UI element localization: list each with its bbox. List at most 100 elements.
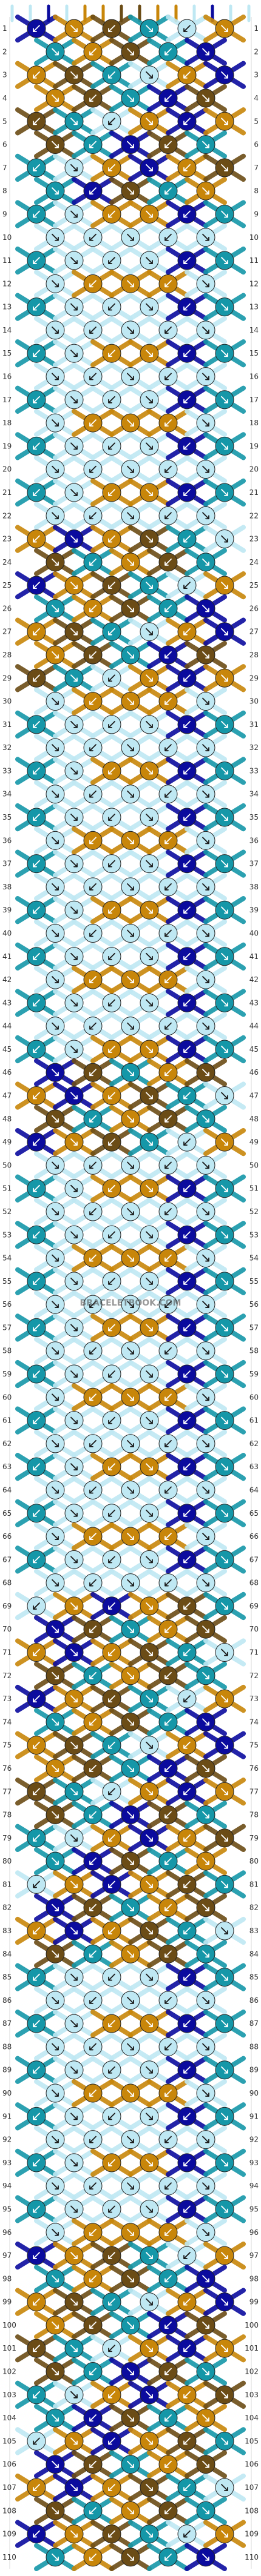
knot-arrow-icon <box>33 2437 40 2445</box>
knot-arrow-icon <box>89 1904 97 1911</box>
knot-arrow-icon <box>52 2275 59 2283</box>
knot-arrow-icon <box>33 767 40 775</box>
knot-arrow-icon <box>202 651 209 659</box>
knot-arrow-icon <box>89 1579 97 1587</box>
knot-arrow-icon <box>202 280 209 288</box>
knot-arrow-icon <box>127 1347 134 1355</box>
knot-arrow-icon <box>183 71 191 79</box>
row-number-right: 98 <box>249 2274 259 2283</box>
row-number-left: 96 <box>2 2228 12 2237</box>
knot-arrow-icon <box>33 952 40 960</box>
knot-arrow-icon <box>202 419 209 427</box>
knot-arrow-icon <box>146 2484 153 2491</box>
row-number-right: 87 <box>249 2019 259 2028</box>
knot-arrow-icon <box>146 674 153 682</box>
row-number-left: 39 <box>2 906 12 914</box>
knot-arrow-icon <box>70 350 78 357</box>
row-number-left: 70 <box>2 1625 12 1633</box>
row-number-right: 44 <box>249 1022 259 1031</box>
knot-arrow-icon <box>52 280 59 288</box>
row-number-right: 86 <box>249 1996 259 2005</box>
knot-arrow-icon <box>221 1556 228 1564</box>
row-number-right: 75 <box>249 1741 259 1750</box>
knot-arrow-icon <box>33 164 40 171</box>
row-number-right: 2 <box>254 47 259 56</box>
knot-arrow-icon <box>146 2066 153 2074</box>
knot-arrow-icon <box>89 187 97 195</box>
knot-arrow-icon <box>70 1277 78 1285</box>
knot-arrow-icon <box>108 1648 115 1656</box>
knot-arrow-icon <box>52 2368 59 2375</box>
row-number-left: 57 <box>2 1323 12 1332</box>
knot-arrow-icon <box>146 720 153 728</box>
row-number-left: 34 <box>2 790 12 798</box>
knot-arrow-icon <box>89 1671 97 1679</box>
knot-arrow-icon <box>221 1602 228 1610</box>
knot-arrow-icon <box>221 2252 228 2259</box>
knot-arrow-icon <box>164 837 172 845</box>
knot-arrow-icon <box>52 465 59 473</box>
knot-arrow-icon <box>221 2205 228 2213</box>
row-number-left: 77 <box>2 1787 12 1796</box>
row-number-left: 9 <box>2 210 7 218</box>
knot-arrow-icon <box>127 1671 134 1679</box>
knot-arrow-icon <box>146 952 153 960</box>
knot-arrow-icon <box>89 1533 97 1540</box>
knot-arrow-icon <box>52 1208 59 1215</box>
row-number-right: 36 <box>249 836 259 845</box>
knot-arrow-icon <box>183 1509 191 1517</box>
row-number-left: 31 <box>2 720 12 729</box>
knot-arrow-icon <box>221 2020 228 2028</box>
knot-arrow-icon <box>183 489 191 496</box>
knot-arrow-icon <box>127 141 134 148</box>
knot-arrow-icon <box>164 558 172 566</box>
row-number-right: 63 <box>249 1462 259 1471</box>
knot-arrow-icon <box>52 790 59 798</box>
knot-arrow-icon <box>52 1486 59 1494</box>
knot-arrow-icon <box>33 582 40 589</box>
knot-arrow-icon <box>164 1439 172 1447</box>
knot-arrow-icon <box>52 1625 59 1633</box>
row-number-right: 16 <box>249 373 259 381</box>
row-number-right: 80 <box>249 1857 259 1865</box>
knot-arrow-icon <box>221 350 228 357</box>
knot-arrow-icon <box>33 2345 40 2352</box>
knot-arrow-icon <box>183 1648 191 1656</box>
row-number-right: 95 <box>249 2205 259 2213</box>
row-number-left: 78 <box>2 1811 12 1819</box>
knot-arrow-icon <box>221 535 228 543</box>
row-number-left: 14 <box>2 326 12 334</box>
knot-arrow-icon <box>146 257 153 264</box>
knot-arrow-icon <box>164 1625 172 1633</box>
knot-arrow-icon <box>202 1718 209 1726</box>
knot-arrow-icon <box>183 1370 191 1378</box>
row-number-left: 25 <box>2 581 12 589</box>
knot-arrow-icon <box>183 164 191 171</box>
knot-arrow-icon <box>127 465 134 473</box>
row-number-right: 23 <box>249 535 259 543</box>
row-number-right: 39 <box>249 906 259 914</box>
knot-arrow-icon <box>183 210 191 218</box>
knot-arrow-icon <box>164 2322 172 2329</box>
knot-arrow-icon <box>33 1973 40 1981</box>
row-number-left: 33 <box>2 766 12 775</box>
knot-arrow-icon <box>221 2159 228 2166</box>
knot-arrow-icon <box>70 767 78 775</box>
row-number-right: 89 <box>249 2066 259 2074</box>
knot-arrow-icon <box>183 1463 191 1471</box>
knot-arrow-icon <box>146 1556 153 1564</box>
row-number-left: 12 <box>2 279 12 288</box>
knot-arrow-icon <box>127 419 134 427</box>
knot-arrow-icon <box>70 1231 78 1239</box>
knot-arrow-icon <box>33 1509 40 1517</box>
knot-arrow-icon <box>70 257 78 264</box>
row-number-right: 41 <box>249 952 259 961</box>
knot-arrow-icon <box>221 2113 228 2120</box>
row-number-left: 76 <box>2 1764 12 1773</box>
knot-arrow-icon <box>89 2460 97 2468</box>
knot-arrow-icon <box>221 1881 228 1888</box>
knot-arrow-icon <box>108 674 115 682</box>
knot-arrow-icon <box>108 1741 115 1749</box>
knot-arrow-icon <box>70 1324 78 1332</box>
row-number-left: 103 <box>2 2391 16 2399</box>
